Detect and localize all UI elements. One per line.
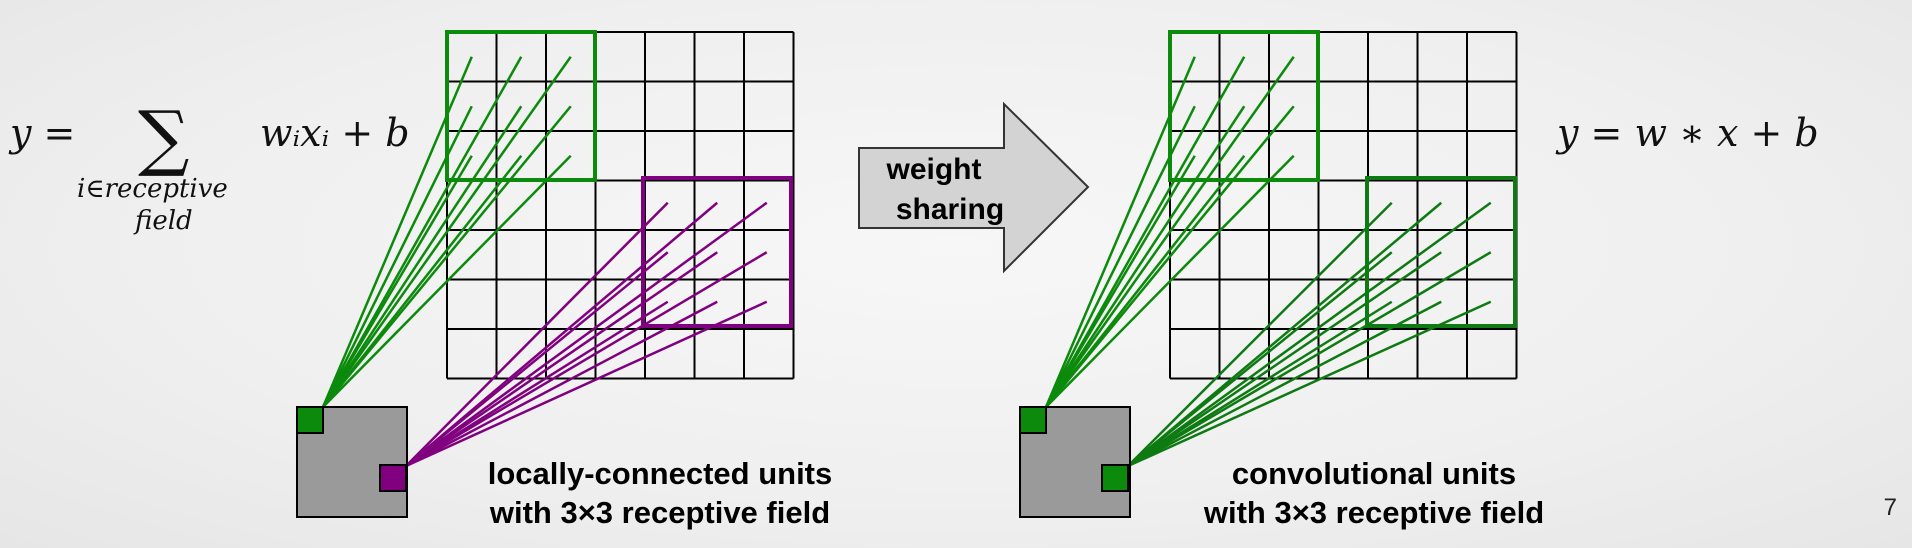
left-purple-connection <box>405 201 768 468</box>
right-green-connections-bottom <box>1127 201 1492 468</box>
left-caption-line1: locally-connected units <box>488 456 833 491</box>
right-receptive-field-top <box>1168 30 1320 182</box>
arrow-label-line2: sharing <box>896 193 1004 226</box>
formula-subscript-line2: field <box>133 206 193 236</box>
left-purple-connection <box>405 201 669 467</box>
left-green-connection <box>321 105 523 408</box>
left-caption-line2: with 3×3 receptive field <box>489 495 830 530</box>
right-green-unit-bottom <box>1101 464 1129 492</box>
right-green-bottom-connection <box>1127 251 1492 468</box>
locally-connected-formula: y = ∑ i∈receptive field wᵢxᵢ + b <box>8 95 410 236</box>
left-green-connection <box>322 154 523 408</box>
arrow-label-line1: weight <box>886 153 982 186</box>
left-purple-connections <box>405 201 768 468</box>
formula-term: wᵢxᵢ + b <box>260 111 410 155</box>
left-purple-connection <box>405 300 768 468</box>
right-green-top-connection <box>1045 105 1295 408</box>
left-purple-unit <box>379 464 407 492</box>
right-green-top-connection <box>1044 155 1196 408</box>
left-purple-connection <box>405 251 768 468</box>
arrow-shape <box>858 101 1090 274</box>
right-green-top-connection <box>1044 56 1295 408</box>
right-green-top-connection <box>1045 154 1246 408</box>
left-purple-connection <box>405 300 718 468</box>
right-green-top-connection <box>1044 105 1246 408</box>
left-purple-receptive-field <box>641 176 793 328</box>
weight-sharing-arrow: weight sharing <box>858 101 1090 274</box>
left-green-connection <box>321 155 473 408</box>
right-green-bottom-connection <box>1127 251 1442 468</box>
formula-lhs: y = <box>8 111 75 155</box>
right-green-bottom-connection <box>1127 201 1393 467</box>
right-green-bottom-connection <box>1127 251 1393 467</box>
convolution-formula: y = w ∗ x + b <box>1555 111 1819 155</box>
right-caption-line1: convolutional units <box>1232 456 1516 491</box>
left-green-connection <box>321 56 523 408</box>
right-caption-line2: with 3×3 receptive field <box>1203 495 1544 530</box>
right-green-top-connection <box>1044 105 1196 408</box>
left-green-connection <box>321 56 473 408</box>
left-purple-connection <box>405 251 669 467</box>
left-output-map <box>296 406 408 518</box>
left-green-connections <box>321 56 572 408</box>
right-green-connections-top <box>1044 56 1295 408</box>
left-green-receptive-field <box>445 30 597 182</box>
left-green-connection <box>321 56 572 408</box>
right-green-top-connection <box>1044 56 1196 408</box>
right-green-bottom-connection <box>1127 201 1492 468</box>
left-green-connection <box>322 154 572 408</box>
right-green-unit-top <box>1019 406 1047 434</box>
right-output-map <box>1019 406 1131 518</box>
formula-sum-symbol: ∑ <box>138 95 189 179</box>
right-green-top-connection <box>1044 56 1246 408</box>
left-purple-connection <box>405 300 669 468</box>
right-green-bottom-connection <box>1127 300 1393 468</box>
formula-subscript-line1: i∈receptive <box>77 174 228 204</box>
left-green-unit <box>296 406 324 434</box>
right-green-bottom-connection <box>1127 300 1492 468</box>
right-receptive-field-bottom <box>1365 176 1517 328</box>
page-number: 7 <box>1884 494 1897 521</box>
right-green-bottom-connection <box>1127 300 1442 468</box>
left-purple-connection <box>405 251 718 468</box>
right-green-top-connection <box>1045 154 1295 408</box>
left-green-connection <box>322 105 572 408</box>
